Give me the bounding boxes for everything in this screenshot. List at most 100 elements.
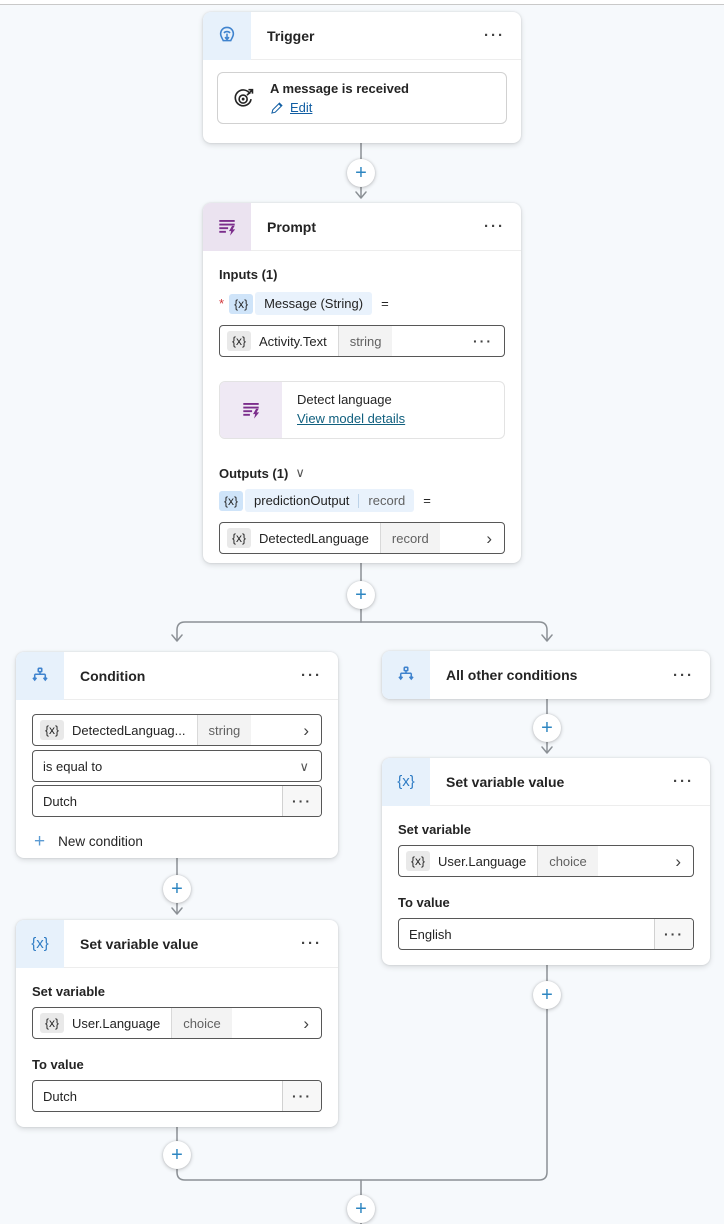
view-model-details-link[interactable]: View model details [297, 411, 406, 426]
prompt-header[interactable]: Prompt ··· [203, 203, 521, 251]
node-title: Set variable value [446, 773, 565, 790]
more-menu-button[interactable]: ··· [673, 773, 694, 790]
required-marker: * [219, 296, 225, 311]
node-title: Condition [80, 667, 146, 684]
condition-branch-icon [382, 651, 430, 699]
value-menu-button[interactable]: ··· [282, 786, 321, 816]
node-title: Trigger [267, 27, 315, 44]
value-menu-button[interactable]: ··· [282, 1081, 321, 1111]
pencil-icon [271, 101, 283, 114]
set-variable-label: Set variable [32, 984, 105, 999]
trigger-node[interactable]: Trigger ··· A message is received Edit [203, 12, 521, 143]
to-value-input[interactable]: English ··· [398, 918, 694, 950]
variable-name: User.Language [438, 853, 527, 869]
model-card[interactable]: Detect language View model details [219, 381, 505, 439]
input-name-pill: Message (String) [255, 292, 373, 315]
model-name: Detect language [297, 392, 392, 407]
chevron-right-icon[interactable]: › [303, 720, 309, 740]
condition-operand-field[interactable]: {x} DetectedLanguag... string › [32, 714, 322, 746]
type-chip: string [196, 715, 252, 745]
variable-icon: {x} [382, 758, 430, 806]
connector-split-right [360, 621, 548, 641]
operand-name: DetectedLanguag... [72, 722, 186, 738]
chevron-down-icon[interactable]: ∨ [295, 465, 305, 480]
arrowhead-setvar-right [541, 746, 553, 754]
to-value-label: To value [398, 895, 450, 910]
insert-node-button[interactable]: + [163, 875, 191, 903]
edit-link-label[interactable]: Edit [290, 100, 313, 115]
chevron-right-icon[interactable]: › [303, 1013, 309, 1033]
to-value-input[interactable]: Dutch ··· [32, 1080, 322, 1112]
output-name: predictionOutput [254, 493, 350, 508]
variable-name: User.Language [72, 1015, 161, 1031]
chevron-down-icon[interactable]: ∨ [299, 758, 309, 774]
equals-sign: = [381, 296, 389, 311]
condition-value: Dutch [43, 793, 77, 809]
prompt-node[interactable]: Prompt ··· Inputs (1) * {x} Message (Str… [203, 203, 521, 563]
more-menu-button[interactable]: ··· [673, 666, 694, 684]
type-chip: string [337, 326, 393, 356]
inputs-header: Inputs (1) [219, 267, 278, 282]
chevron-right-icon[interactable]: › [486, 528, 492, 548]
field-menu-button[interactable]: ··· [473, 333, 493, 349]
trigger-icon [203, 12, 251, 60]
arrowhead-setvar-left [171, 907, 183, 915]
type-chip: choice [537, 846, 598, 876]
trigger-header[interactable]: Trigger ··· [203, 12, 521, 60]
more-menu-button[interactable]: ··· [301, 935, 322, 952]
variable-picker-field[interactable]: {x} User.Language choice › [32, 1007, 322, 1039]
insert-node-button[interactable]: + [347, 581, 375, 609]
edit-trigger-link[interactable]: Edit [270, 100, 409, 115]
variable-picker-field[interactable]: {x} User.Language choice › [398, 845, 694, 877]
node-title: Prompt [267, 218, 316, 235]
set-variable-header[interactable]: {x} Set variable value ··· [382, 758, 710, 806]
condition-value-input[interactable]: Dutch ··· [32, 785, 322, 817]
condition-branch-icon [16, 652, 64, 700]
input-parameter-row: * {x} Message (String) = [219, 292, 505, 315]
condition-operator-select[interactable]: is equal to ∨ [32, 750, 322, 782]
output-name-pill: predictionOutput record [245, 489, 415, 512]
output-type: record [368, 493, 406, 508]
condition-header[interactable]: Condition ··· [16, 652, 338, 700]
arrowhead-all-other [541, 634, 553, 642]
variable-badge: {x} [40, 720, 65, 740]
arrowhead-prompt [355, 191, 367, 199]
more-menu-button[interactable]: ··· [484, 27, 505, 44]
divider [358, 493, 360, 508]
input-name: Message (String) [264, 296, 364, 311]
type-chip: record [379, 523, 440, 553]
trigger-action-card[interactable]: A message is received Edit [217, 72, 507, 124]
insert-node-button[interactable]: + [533, 714, 561, 742]
variable-icon: {x} [16, 920, 64, 968]
all-other-conditions-node[interactable]: All other conditions ··· [382, 651, 710, 699]
canvas-top-divider [0, 0, 724, 5]
outputs-header: Outputs (1) [219, 465, 289, 481]
prompt-model-icon [220, 382, 282, 438]
all-other-conditions-header[interactable]: All other conditions ··· [382, 651, 710, 699]
message-value-field[interactable]: {x} Activity.Text string ··· [219, 325, 505, 357]
chevron-right-icon[interactable]: › [675, 851, 681, 871]
more-menu-button[interactable]: ··· [301, 667, 322, 684]
trigger-action-name: A message is received [270, 81, 409, 96]
node-title: All other conditions [446, 667, 578, 683]
more-menu-button[interactable]: ··· [484, 218, 505, 235]
output-value-field[interactable]: {x} DetectedLanguage record › [219, 522, 505, 554]
variable-badge: {x} [40, 1013, 65, 1033]
set-variable-node-right[interactable]: {x} Set variable value ··· Set variable … [382, 758, 710, 965]
variable-badge: {x} [406, 851, 431, 871]
insert-node-button[interactable]: + [163, 1141, 191, 1169]
plus-icon: + [34, 831, 46, 852]
set-variable-node-left[interactable]: {x} Set variable value ··· Set variable … [16, 920, 338, 1127]
condition-node[interactable]: Condition ··· {x} DetectedLanguag... str… [16, 652, 338, 858]
insert-node-button[interactable]: + [347, 1195, 375, 1223]
insert-node-button[interactable]: + [533, 981, 561, 1009]
value-name: Activity.Text [259, 333, 327, 349]
new-condition-button[interactable]: + New condition [34, 832, 322, 851]
insert-node-button[interactable]: + [347, 159, 375, 187]
arrowhead-condition [171, 634, 183, 642]
set-variable-label: Set variable [398, 822, 471, 837]
goal-icon [234, 88, 254, 107]
value-menu-button[interactable]: ··· [654, 919, 693, 949]
output-parameter-row: {x} predictionOutput record = [219, 489, 505, 512]
set-variable-header[interactable]: {x} Set variable value ··· [16, 920, 338, 968]
